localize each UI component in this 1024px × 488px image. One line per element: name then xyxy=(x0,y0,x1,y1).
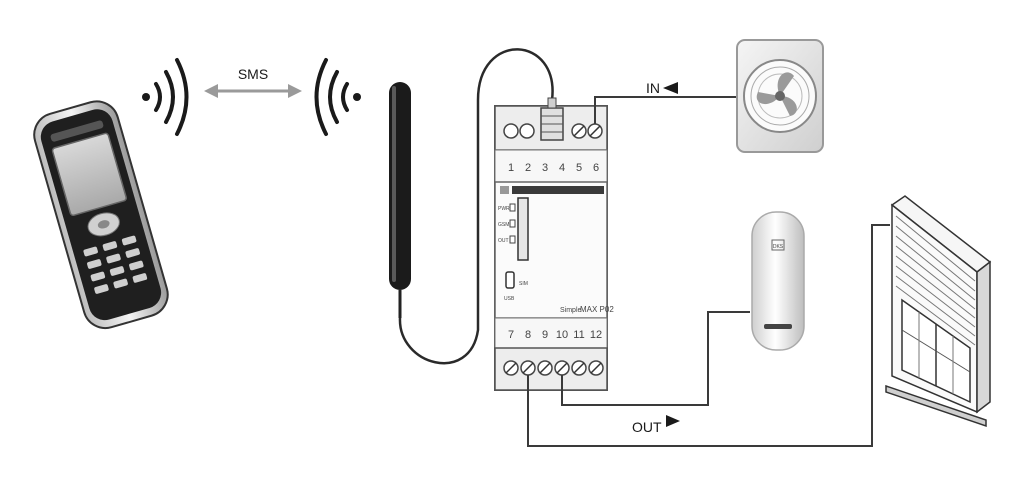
terminal-number: 1 xyxy=(508,162,514,174)
terminal-number: 10 xyxy=(556,329,568,341)
in-label-group: IN xyxy=(646,80,678,96)
wires xyxy=(527,96,890,447)
antenna-cable xyxy=(398,48,554,365)
terminal-number: 2 xyxy=(525,162,531,174)
terminal-number: 3 xyxy=(542,162,548,174)
in-label: IN xyxy=(646,80,660,96)
terminal-number: 11 xyxy=(573,329,584,341)
terminal-number: 9 xyxy=(542,329,548,341)
wireless-signal-icon xyxy=(314,58,361,136)
terminal-number: 12 xyxy=(590,329,602,341)
sms-arrow: SMS xyxy=(204,66,302,98)
controller-module-icon: 1 2 3 4 5 6 PWR GSM OUT USB SIM Simple M… xyxy=(494,97,614,391)
sim-label: SIM xyxy=(519,281,528,287)
roller-shutter-window-icon xyxy=(885,195,992,428)
out-label-group: OUT xyxy=(632,415,680,435)
led-label: PWR xyxy=(498,206,510,212)
usb-label: USB xyxy=(504,296,515,302)
wireless-signal-icon xyxy=(142,58,189,136)
terminal-number: 8 xyxy=(525,329,531,341)
sms-label: SMS xyxy=(238,66,268,82)
fan-icon xyxy=(736,39,824,153)
antenna-icon xyxy=(389,82,411,318)
out-label: OUT xyxy=(632,419,662,435)
brand-label: Simple xyxy=(560,307,582,314)
terminal-number: 6 xyxy=(593,162,599,174)
led-label: OUT xyxy=(498,238,509,244)
terminal-number: 7 xyxy=(508,329,514,341)
phone-icon xyxy=(33,100,169,330)
terminal-number: 5 xyxy=(576,162,582,174)
water-heater-icon: DKS xyxy=(751,211,805,351)
terminal-number: 4 xyxy=(559,162,565,174)
heater-logo-label: DKS xyxy=(773,244,784,250)
led-label: GSM xyxy=(498,222,509,228)
model-label: MAX P02 xyxy=(580,305,614,314)
